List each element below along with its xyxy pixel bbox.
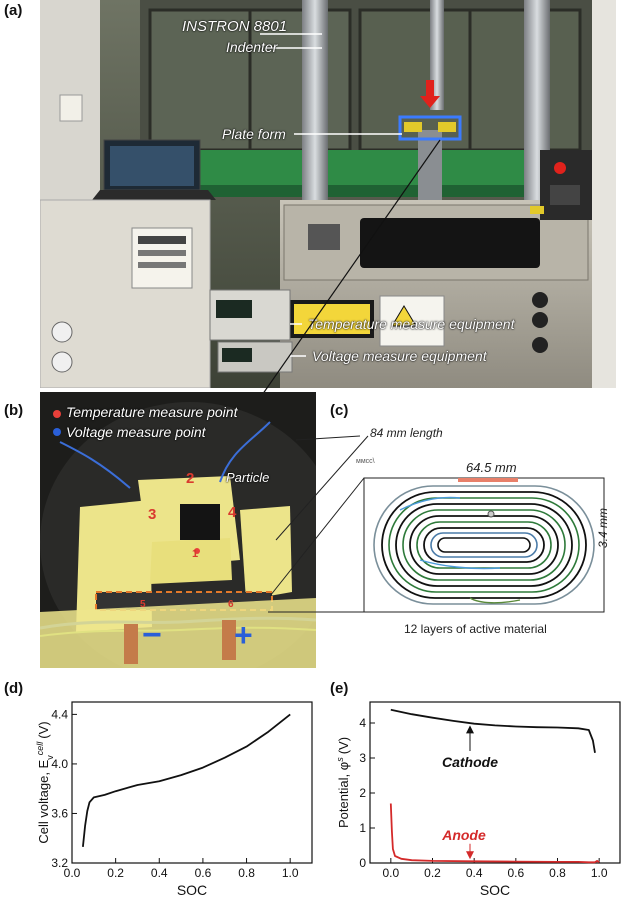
y-tick-label: 4.0 [51,757,68,771]
x-tick-label: 0.2 [424,866,441,880]
cathode-pointer-arrowhead [466,725,474,734]
label-width-64-5mm: 64.5 mm [466,460,517,475]
label-temperature-equipment: Temperature measure equipment [308,316,515,332]
x-axis-label: SOC [480,882,510,898]
y-tick-label: 3.2 [51,856,68,870]
y-tick-label: 3 [359,751,366,765]
panel-d-tag: (d) [4,680,24,697]
plot-frame [369,701,621,864]
label-plate-form: Plate form [222,126,286,142]
y-tick-label: 3.6 [51,806,68,820]
voltage-point-legend-dot [53,428,61,436]
series-line-anode [389,803,600,864]
x-tick-label: 0.6 [195,866,212,880]
particle-square [180,504,220,540]
label-84mm-length: 84 mm length [370,426,443,440]
label-indenter: Indenter [226,39,278,55]
anode-pointer-arrowhead [466,851,474,860]
panel-a-photo [40,0,616,388]
y-tick-label: 4 [359,716,366,730]
series-line-cathode [390,708,596,753]
label-voltage-equipment: Voltage measure equipment [312,348,487,364]
temp-point-1 [194,548,200,554]
panel-c-scale-note: ᴍᴍᴄᴄ\ [356,458,375,465]
red-down-arrow [420,80,440,108]
panel-a-tag: (a) [4,2,23,19]
panel-c-tag: (c) [330,402,349,419]
plus-terminal-sign: + [234,617,253,653]
cathode-annotation: Cathode [442,754,498,770]
y-tick-label: 1 [359,821,366,835]
point-number-3: 3 [148,506,157,523]
x-tick-label: 0.0 [64,866,81,880]
x-tick-label: 0.4 [151,866,168,880]
plot-frame [71,701,313,864]
label-12-layers: 12 layers of active material [404,622,547,636]
y-axis-label: Cell voltage, Evcell(V) [35,721,55,843]
panel-e-tag: (e) [330,680,349,697]
label-particle: Particle [226,470,270,485]
label-instron: INSTRON 8801 [182,18,288,35]
label-height-3-4mm: 3.4 mm [596,507,610,548]
legend-voltage-point: Voltage measure point [66,424,206,440]
x-axis-label: SOC [177,882,207,898]
point-number-2: 2 [186,470,195,487]
y-axis-label: Potential, φs(V) [335,737,351,828]
x-tick-label: 0.4 [466,866,483,880]
point-number-5: 5 [140,599,146,610]
x-tick-label: 0.6 [507,866,524,880]
y-tick-label: 0 [359,856,366,870]
point-number-1: 1 [192,548,199,560]
legend-temperature-point: Temperature measure point [66,404,238,420]
point-number-6: 6 [228,599,234,610]
y-tick-label: 4.4 [51,707,68,721]
x-tick-label: 0.8 [549,866,566,880]
lab-scene-illustration [40,0,616,388]
x-tick-label: 1.0 [282,866,299,880]
panel-b-photo [40,392,316,668]
temp-point-legend-dot [53,410,61,418]
x-tick-label: 0.0 [382,866,399,880]
y-tick-label: 2 [359,786,366,800]
series-line-0 [82,713,291,847]
x-tick-label: 0.8 [238,866,255,880]
anode-annotation: Anode [441,827,486,843]
plate-form-highlight-box [398,115,462,141]
panel-b-tag: (b) [4,402,24,419]
point-number-4: 4 [228,504,237,521]
x-tick-label: 0.2 [107,866,124,880]
minus-terminal-sign: − [142,616,162,654]
x-tick-label: 1.0 [591,866,608,880]
